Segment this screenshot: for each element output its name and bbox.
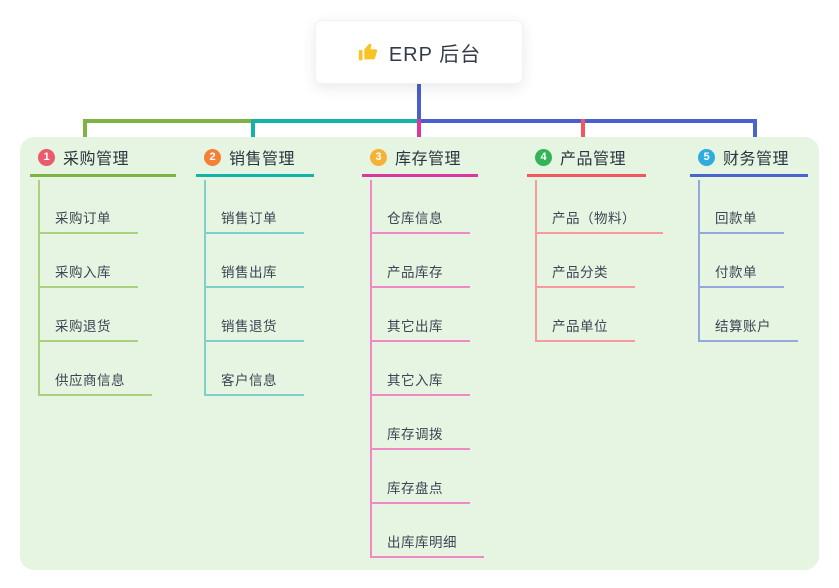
root-node-label: ERP 后台 <box>388 43 482 66</box>
child-node-label: 结算账户 <box>715 319 771 334</box>
branch-header[interactable]: 3 库存管理 <box>362 140 478 177</box>
child-node[interactable]: 结算账户 <box>698 288 798 342</box>
child-node-label: 销售退货 <box>221 319 277 334</box>
child-node-label: 付款单 <box>715 265 757 280</box>
child-node[interactable]: 仓库信息 <box>370 180 470 234</box>
child-node-label: 产品（物料） <box>552 211 636 226</box>
branch-children: 仓库信息产品库存其它出库其它入库库存调拨库存盘点出库库明细 <box>370 180 484 558</box>
child-node-label: 销售出库 <box>221 265 277 280</box>
child-node-label: 回款单 <box>715 211 757 226</box>
root-node[interactable]: ERP 后台 <box>315 20 523 84</box>
child-node[interactable]: 库存盘点 <box>370 450 470 504</box>
child-node[interactable]: 产品（物料） <box>535 180 663 234</box>
branch-title: 采购管理 <box>63 151 130 168</box>
child-node[interactable]: 采购退货 <box>38 288 138 342</box>
branch-spine-line <box>535 180 537 342</box>
branch-header[interactable]: 5 财务管理 <box>690 140 808 177</box>
child-node-label: 其它入库 <box>387 373 443 388</box>
branch-drop-line <box>417 119 421 143</box>
branch-children: 销售订单销售出库销售退货客户信息 <box>204 180 304 396</box>
child-node-label: 产品库存 <box>387 265 443 280</box>
branch-drop-line <box>83 119 87 143</box>
child-node-label: 库存调拨 <box>387 427 443 442</box>
child-node[interactable]: 供应商信息 <box>38 342 152 396</box>
child-node[interactable]: 付款单 <box>698 234 784 288</box>
branch-title: 销售管理 <box>229 151 296 168</box>
branch-spine-line <box>38 180 40 396</box>
child-node-label: 供应商信息 <box>55 373 125 388</box>
child-node[interactable]: 其它出库 <box>370 288 470 342</box>
child-node[interactable]: 采购入库 <box>38 234 138 288</box>
branch-header[interactable]: 4 产品管理 <box>527 140 646 177</box>
branch-bus-line <box>417 119 757 123</box>
child-node[interactable]: 销售订单 <box>204 180 304 234</box>
child-node[interactable]: 产品库存 <box>370 234 470 288</box>
branch-drop-line <box>581 119 585 143</box>
child-node-label: 其它出库 <box>387 319 443 334</box>
branch-number-badge: 3 <box>370 148 387 166</box>
child-node[interactable]: 回款单 <box>698 180 784 234</box>
child-node[interactable]: 库存调拨 <box>370 396 470 450</box>
child-node[interactable]: 出库库明细 <box>370 504 484 558</box>
branch-column-2: 2 销售管理销售订单销售出库销售退货客户信息 <box>196 140 314 396</box>
branch-title: 产品管理 <box>560 151 627 168</box>
branch-spine-line <box>698 180 700 342</box>
branch-bus-line <box>251 119 421 123</box>
branch-column-4: 4 产品管理产品（物料） 产品分类产品单位 <box>527 140 663 342</box>
thumbs-up-icon <box>357 41 379 63</box>
branch-header[interactable]: 2 销售管理 <box>196 140 314 177</box>
branch-column-3: 3 库存管理仓库信息产品库存其它出库其它入库库存调拨库存盘点出库库明细 <box>362 140 484 558</box>
child-node[interactable]: 产品分类 <box>535 234 635 288</box>
child-node[interactable]: 销售退货 <box>204 288 304 342</box>
child-node[interactable]: 销售出库 <box>204 234 304 288</box>
branch-bus-line <box>83 119 255 123</box>
child-node-label: 库存盘点 <box>387 481 443 496</box>
branch-drop-line <box>251 119 255 143</box>
child-node[interactable]: 其它入库 <box>370 342 470 396</box>
child-node[interactable]: 采购订单 <box>38 180 138 234</box>
child-node-label: 产品单位 <box>552 319 608 334</box>
branch-column-1: 1 采购管理采购订单采购入库采购退货供应商信息 <box>30 140 176 396</box>
branch-spine-line <box>370 180 372 558</box>
child-node-label: 仓库信息 <box>387 211 443 226</box>
branch-spine-line <box>204 180 206 396</box>
branch-title: 库存管理 <box>395 151 462 168</box>
branch-number-badge: 1 <box>38 148 55 166</box>
branch-header[interactable]: 1 采购管理 <box>30 140 176 177</box>
child-node-label: 采购入库 <box>55 265 111 280</box>
mindmap-panel <box>20 137 819 570</box>
child-node-label: 采购订单 <box>55 211 111 226</box>
branch-children: 采购订单采购入库采购退货供应商信息 <box>38 180 152 396</box>
child-node[interactable]: 产品单位 <box>535 288 635 342</box>
child-node-label: 销售订单 <box>221 211 277 226</box>
branch-number-badge: 5 <box>698 148 715 166</box>
branch-title: 财务管理 <box>723 151 790 168</box>
child-node-label: 客户信息 <box>221 373 277 388</box>
root-connector-line <box>417 82 421 123</box>
branch-column-5: 5 财务管理回款单付款单结算账户 <box>690 140 808 342</box>
child-node-label: 产品分类 <box>552 265 608 280</box>
child-node-label: 出库库明细 <box>387 535 457 550</box>
child-node[interactable]: 客户信息 <box>204 342 304 396</box>
branch-drop-line <box>753 119 757 143</box>
branch-children: 回款单付款单结算账户 <box>698 180 798 342</box>
branch-children: 产品（物料） 产品分类产品单位 <box>535 180 663 342</box>
child-node-label: 采购退货 <box>55 319 111 334</box>
branch-number-badge: 4 <box>535 148 552 166</box>
branch-number-badge: 2 <box>204 148 221 166</box>
